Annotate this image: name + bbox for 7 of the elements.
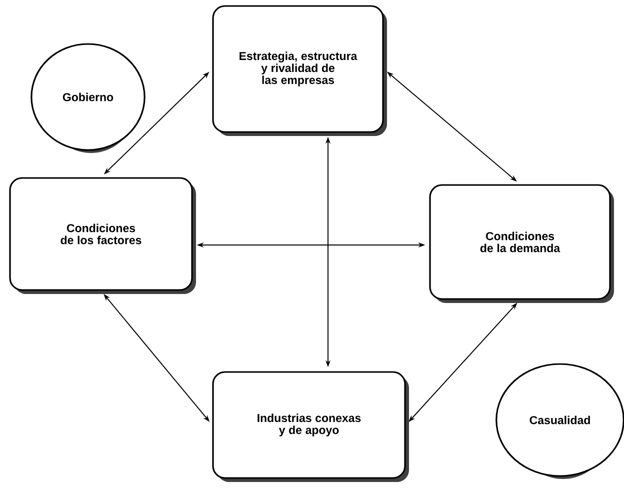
node-label: Casualidad <box>530 416 590 424</box>
circle-node: Casualidad <box>496 363 624 479</box>
rounded-box: Condiciones de los factores <box>9 177 196 294</box>
circle-node: Gobierno <box>30 43 146 153</box>
rounded-box: Condiciones de la demanda <box>429 184 614 303</box>
rounded-box: Industrias conexas y de apoyo <box>212 371 409 482</box>
rounded-box: Estrategia, estructura y rivalidad de las empresas <box>212 5 387 136</box>
